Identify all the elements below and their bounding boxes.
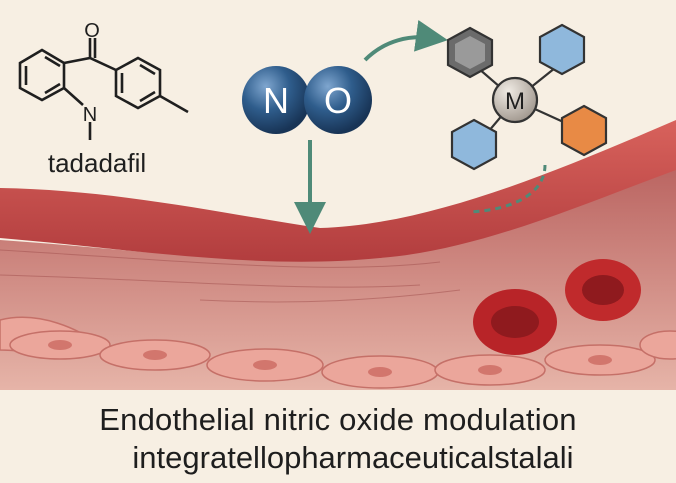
nitric-oxide-molecule: N O: [242, 66, 372, 134]
blood-vessel: [0, 120, 676, 390]
tadalafil-structure: [18, 38, 189, 140]
vessel-wall: [0, 120, 676, 262]
nitrogen-sphere-label: N: [263, 80, 289, 121]
curved-arrow-icon: [363, 19, 448, 62]
red-blood-cell: [473, 289, 557, 355]
oxygen-atom-label: O: [84, 20, 100, 42]
caption-line-2: integratellopharmaceuticalstalali: [132, 440, 574, 475]
orange-hexagon: [560, 104, 608, 157]
molecule-name-label: tadadafil: [48, 148, 146, 178]
red-blood-cell: [565, 259, 641, 321]
blue-hexagon: [538, 23, 586, 76]
caption-line-1: Endothelial nitric oxide modulation: [99, 402, 577, 437]
blue-hexagon: [450, 118, 498, 171]
oxygen-sphere-label: O: [324, 80, 352, 121]
metal-complex: [446, 23, 608, 171]
metal-center-label: M: [505, 88, 525, 115]
endothelial-cells: [0, 316, 676, 389]
nitrogen-atom-label: N: [83, 104, 97, 126]
